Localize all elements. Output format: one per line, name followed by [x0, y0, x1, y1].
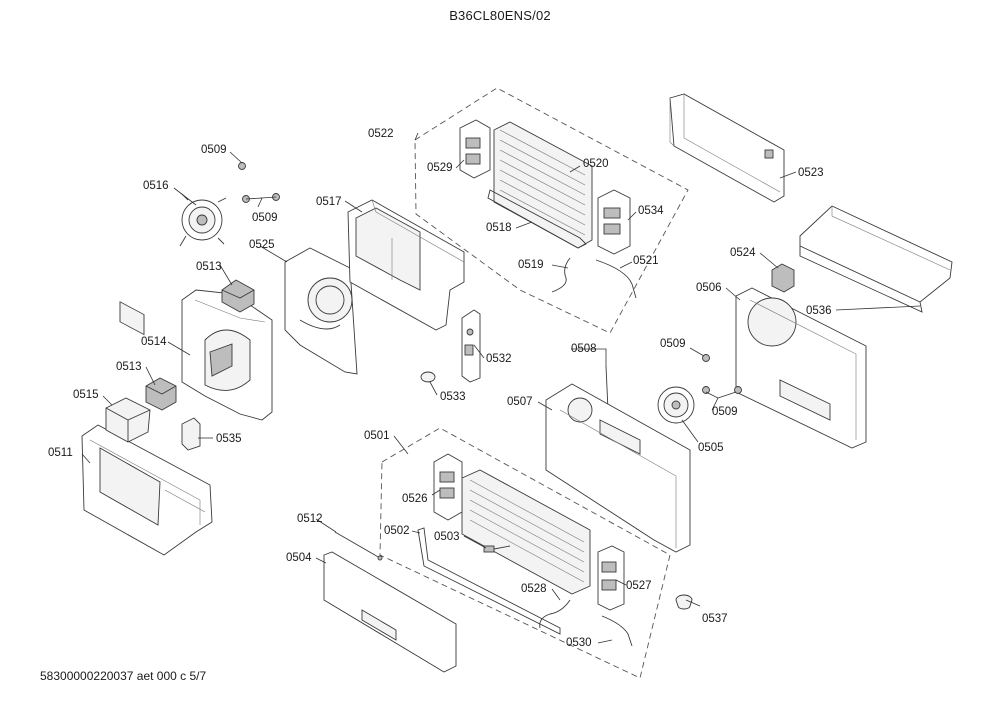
label-0536: 0536 — [806, 305, 832, 317]
part-0513-sensor-lower — [145, 377, 177, 411]
part-0505-fan — [657, 386, 695, 424]
part-0514-fan-housing — [181, 289, 273, 421]
label-0522: 0522 — [368, 128, 394, 140]
label-0532: 0532 — [486, 353, 512, 365]
label-0526: 0526 — [402, 493, 428, 505]
part-0535-clip — [181, 417, 201, 451]
label-0520: 0520 — [583, 158, 609, 170]
part-0524-sensor — [771, 263, 795, 293]
label-0505: 0505 — [698, 442, 724, 454]
part-0523-rear-panel — [669, 93, 785, 203]
part-0532-bracket — [461, 309, 481, 383]
label-0509-right-lower: 0509 — [712, 406, 738, 418]
label-0534: 0534 — [638, 205, 664, 217]
label-0501: 0501 — [364, 430, 390, 442]
part-0506-liner-panel — [735, 287, 867, 449]
label-0504: 0504 — [286, 552, 312, 564]
part-0504-cover — [323, 551, 457, 673]
label-0529: 0529 — [427, 162, 453, 174]
part-0516-fan — [179, 193, 227, 247]
part-0518-heater-upper — [487, 189, 587, 249]
label-0519: 0519 — [518, 259, 544, 271]
part-0511-front-cover — [81, 301, 213, 556]
label-0512: 0512 — [297, 513, 323, 525]
label-0527: 0527 — [626, 580, 652, 592]
label-0507: 0507 — [507, 396, 533, 408]
label-0518: 0518 — [486, 222, 512, 234]
part-0509-screws-left — [238, 162, 280, 203]
diagram-title: B36CL80ENS/02 — [449, 8, 551, 23]
part-0509-screws-right — [702, 354, 742, 394]
part-0501-evaporator-lower — [461, 469, 591, 595]
label-0509-top: 0509 — [201, 144, 227, 156]
label-0513-upper: 0513 — [196, 261, 222, 273]
leader-lines — [81, 132, 921, 644]
label-0521: 0521 — [633, 255, 659, 267]
label-0523: 0523 — [798, 167, 824, 179]
part-0527-holder — [597, 545, 625, 611]
label-0502: 0502 — [384, 525, 410, 537]
part-0537-cap — [675, 594, 693, 610]
part-0528-tube — [539, 599, 571, 629]
part-0520-evaporator-upper — [493, 121, 593, 249]
part-0512-wire — [334, 531, 383, 561]
label-0537: 0537 — [702, 613, 728, 625]
part-0525-fan-shroud — [284, 247, 358, 375]
label-0509-right: 0509 — [660, 338, 686, 350]
label-0514: 0514 — [141, 336, 167, 348]
label-0524: 0524 — [730, 247, 756, 259]
label-0511: 0511 — [48, 447, 73, 459]
label-0517: 0517 — [316, 196, 342, 208]
label-0508: 0508 — [571, 343, 597, 355]
part-0502-heater-lower — [417, 527, 561, 635]
part-0517-air-duct — [347, 199, 465, 331]
part-0529-holder — [459, 119, 491, 179]
document-reference: 58300000220037 aet 000 c 5/7 — [40, 669, 207, 683]
part-0536-cover — [799, 205, 953, 313]
label-0516: 0516 — [143, 180, 169, 192]
part-0515-housing — [105, 397, 151, 443]
part-0513-sensor-upper — [221, 279, 255, 313]
label-0525: 0525 — [249, 239, 275, 251]
label-0509-mid: 0509 — [252, 212, 278, 224]
part-0519-tube — [551, 257, 571, 293]
part-0507-duct-housing — [545, 383, 691, 553]
label-0506: 0506 — [696, 282, 722, 294]
label-0533: 0533 — [440, 391, 466, 403]
part-0503-fitting — [483, 545, 511, 553]
part-0533-grommet — [420, 371, 436, 383]
label-0530: 0530 — [566, 637, 592, 649]
part-0526-holder — [433, 453, 463, 521]
label-0528: 0528 — [521, 583, 547, 595]
group-outline-upper-evaporator — [414, 87, 689, 334]
label-0503: 0503 — [434, 531, 460, 543]
part-0508-rod — [605, 365, 609, 411]
label-0535: 0535 — [216, 433, 242, 445]
part-0530-tube — [601, 615, 633, 647]
label-0513-lower: 0513 — [116, 361, 142, 373]
part-0521-tube — [595, 259, 637, 299]
label-0515: 0515 — [73, 389, 99, 401]
group-outline-lower-evaporator — [379, 427, 671, 679]
part-0534-holder — [597, 189, 631, 255]
